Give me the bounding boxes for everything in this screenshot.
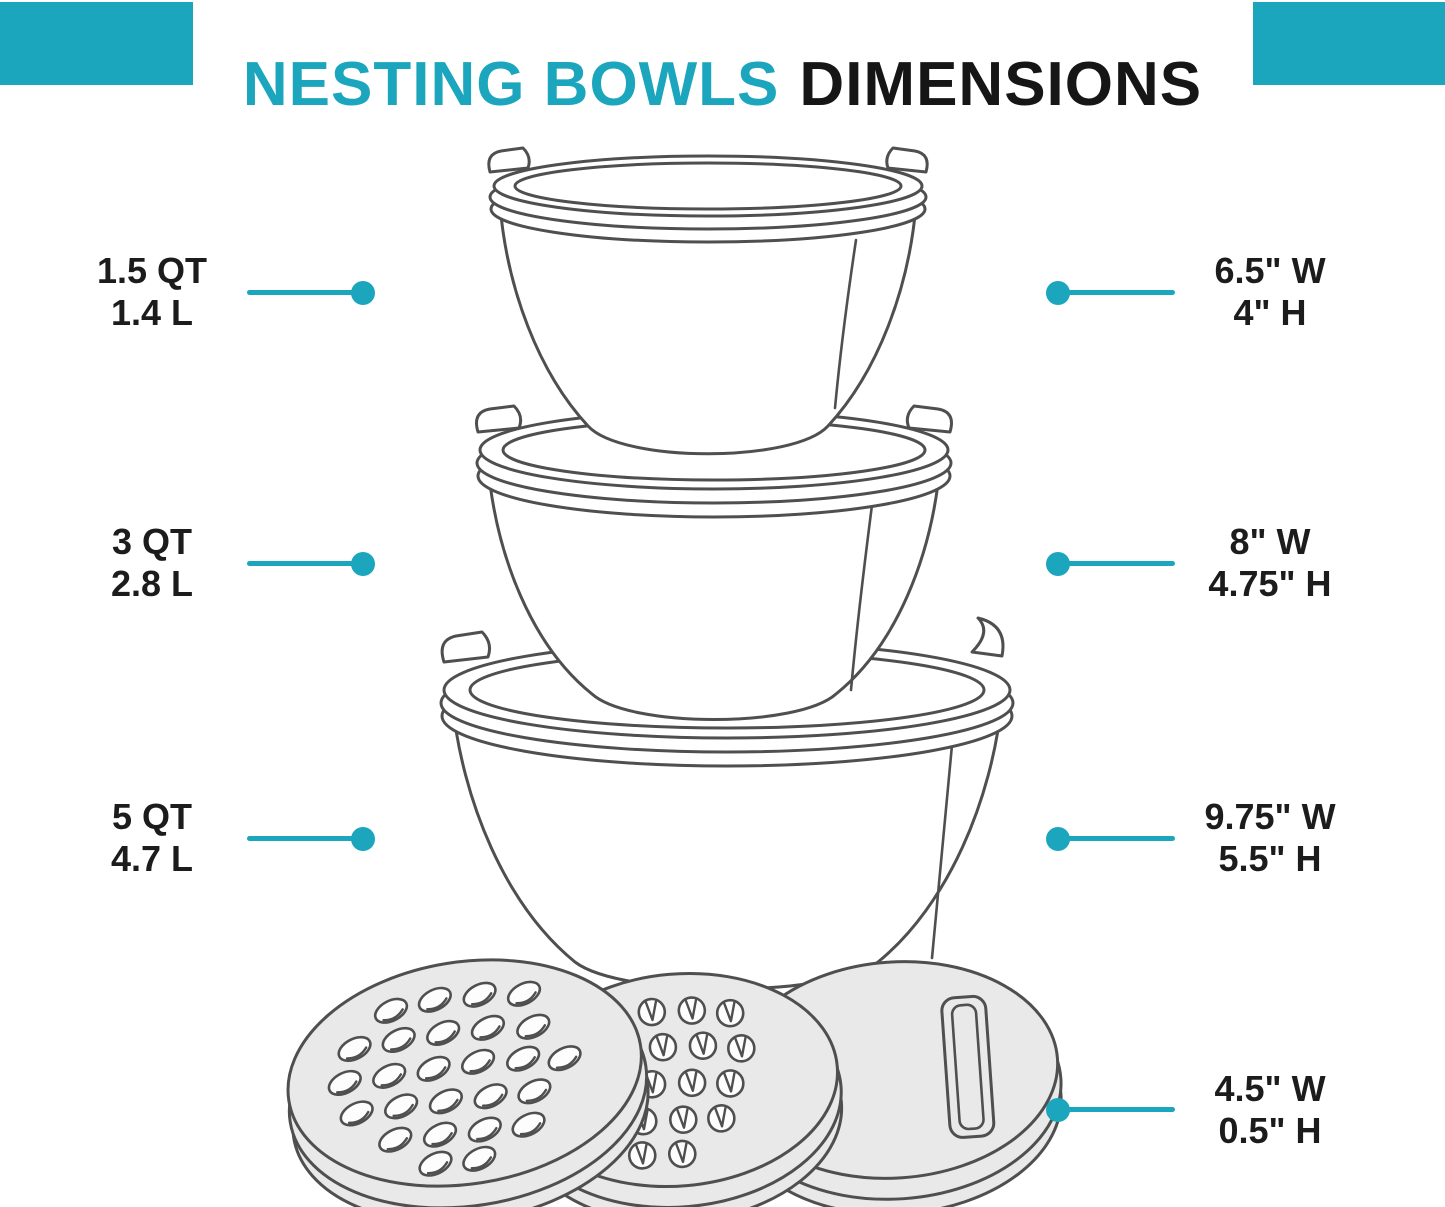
size-label-small-bowl: 6.5" W 4" H	[1160, 250, 1380, 334]
capacity-label-small-bowl: 1.5 QT 1.4 L	[42, 250, 262, 334]
capacity-qt: 1.5 QT	[96, 250, 208, 291]
header-accent-bar-right	[1253, 2, 1445, 85]
leader-line-large-capacity	[247, 826, 375, 851]
capacity-label-medium-bowl: 3 QT 2.8 L	[42, 521, 262, 605]
title-highlight: NESTING BOWLS	[242, 50, 780, 120]
size-label-medium-bowl: 8" W 4.75" H	[1160, 521, 1380, 605]
width-value: 6.5" W	[1214, 250, 1326, 291]
leader-line-small-capacity	[247, 280, 375, 305]
header-accent-bar-left	[0, 2, 193, 85]
leader-line-medium-capacity	[247, 551, 375, 576]
grater-oval-holes-drawing	[286, 958, 650, 1207]
bowl-small-drawing	[487, 146, 929, 456]
width-value: 8" W	[1229, 521, 1311, 562]
capacity-qt: 5 QT	[111, 796, 192, 837]
capacity-qt: 3 QT	[111, 521, 192, 562]
capacity-label-large-bowl: 5 QT 4.7 L	[42, 796, 262, 880]
leader-line-lid-size	[1046, 1097, 1175, 1122]
width-value: 9.75" W	[1204, 796, 1336, 837]
width-value: 4.5" W	[1214, 1068, 1326, 1109]
height-value: 4" H	[1233, 292, 1307, 333]
title-rest: DIMENSIONS	[799, 50, 1203, 120]
height-value: 0.5" H	[1218, 1110, 1322, 1151]
capacity-l: 4.7 L	[110, 838, 194, 879]
height-value: 4.75" H	[1208, 563, 1332, 604]
leader-line-medium-size	[1046, 551, 1175, 576]
size-label-lid: 4.5" W 0.5" H	[1160, 1068, 1380, 1152]
height-value: 5.5" H	[1218, 838, 1322, 879]
leader-line-small-size	[1046, 280, 1175, 305]
size-label-large-bowl: 9.75" W 5.5" H	[1160, 796, 1380, 880]
page-title: NESTING BOWLS DIMENSIONS	[0, 42, 1445, 128]
leader-line-large-size	[1046, 826, 1175, 851]
capacity-l: 2.8 L	[110, 563, 194, 604]
capacity-l: 1.4 L	[110, 292, 194, 333]
